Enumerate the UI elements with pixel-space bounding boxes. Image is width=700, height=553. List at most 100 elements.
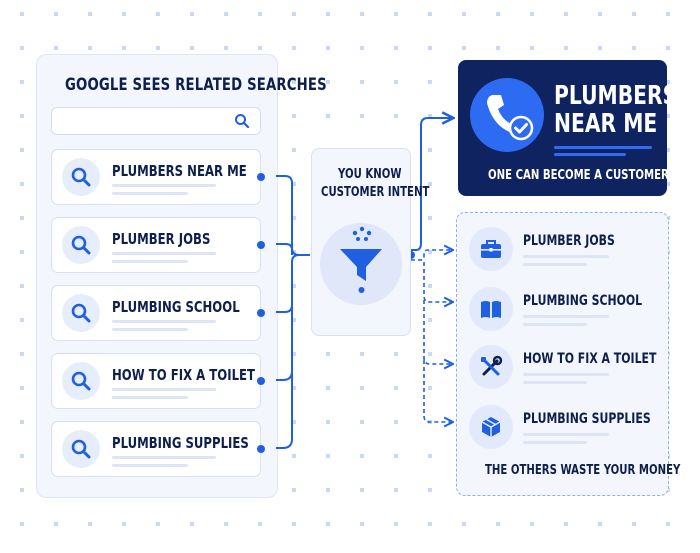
grid-dot xyxy=(258,522,262,526)
grid-dot xyxy=(666,182,670,186)
grid-dot xyxy=(564,12,568,16)
grid-dot xyxy=(462,12,466,16)
search-item-label: HOW TO FIX A TOILET xyxy=(112,366,255,384)
grid-dot xyxy=(258,46,262,50)
placeholder-line xyxy=(523,433,609,436)
grid-dot xyxy=(224,522,228,526)
wasted-item-plumbing-supplies[interactable]: PLUMBING SUPPLIES xyxy=(467,403,657,453)
grid-dot xyxy=(394,386,398,390)
target-title-line2: NEAR ME xyxy=(554,109,658,139)
grid-dot xyxy=(394,114,398,118)
grid-dot xyxy=(292,182,296,186)
search-item-plumbing-supplies[interactable]: PLUMBING SUPPLIES xyxy=(51,421,265,477)
grid-dot xyxy=(20,522,24,526)
grid-dot xyxy=(20,420,24,424)
placeholder-line xyxy=(523,263,587,266)
wasted-item-label: PLUMBING SUPPLIES xyxy=(523,411,651,427)
grid-dot xyxy=(428,80,432,84)
grid-dot xyxy=(258,12,262,16)
grid-dot xyxy=(54,12,58,16)
placeholder-line xyxy=(523,373,609,376)
placeholder-line xyxy=(112,396,188,399)
grid-dot xyxy=(326,12,330,16)
grid-dot xyxy=(20,454,24,458)
grid-dot xyxy=(292,80,296,84)
placeholder-line xyxy=(112,456,216,459)
grid-dot xyxy=(292,12,296,16)
accent-line xyxy=(554,153,626,156)
wasted-item-how-to-fix-a-toilet[interactable]: HOW TO FIX A TOILET xyxy=(467,343,657,393)
grid-dot xyxy=(462,46,466,50)
placeholder-line xyxy=(112,320,216,323)
grid-dot xyxy=(20,80,24,84)
grid-dot xyxy=(496,46,500,50)
grid-dot xyxy=(292,488,296,492)
search-item-label: PLUMBING SCHOOL xyxy=(112,298,240,316)
grid-dot xyxy=(666,522,670,526)
grid-dot xyxy=(360,80,364,84)
grid-dot xyxy=(54,46,58,50)
grid-dot xyxy=(190,46,194,50)
grid-dot xyxy=(428,148,432,152)
grid-dot xyxy=(666,80,670,84)
search-item-plumbing-school[interactable]: PLUMBING SCHOOL xyxy=(51,285,265,341)
connector-dot xyxy=(257,309,265,317)
grid-dot xyxy=(428,386,432,390)
grid-dot xyxy=(326,80,330,84)
grid-dot xyxy=(428,318,432,322)
target-title-line1: PLUMBERS xyxy=(554,81,678,111)
grid-dot xyxy=(428,12,432,16)
grid-dot xyxy=(360,352,364,356)
grid-dot xyxy=(88,12,92,16)
grid-dot xyxy=(326,454,330,458)
search-item-plumbers-near-me[interactable]: PLUMBERS NEAR ME xyxy=(51,149,265,205)
grid-dot xyxy=(122,522,126,526)
search-icon xyxy=(62,294,100,332)
grid-dot xyxy=(292,284,296,288)
grid-dot xyxy=(666,46,670,50)
grid-dot xyxy=(122,46,126,50)
search-input[interactable] xyxy=(51,107,261,135)
grid-dot xyxy=(428,522,432,526)
wasted-footer: THE OTHERS WASTE YOUR MONEY xyxy=(485,463,681,478)
search-item-label: PLUMBER JOBS xyxy=(112,230,211,248)
grid-dot xyxy=(428,114,432,118)
grid-dot xyxy=(360,12,364,16)
placeholder-line xyxy=(112,184,216,187)
related-searches-panel: GOOGLE SEES RELATED SEARCHES PLUMBERS NE… xyxy=(36,54,327,498)
grid-dot xyxy=(496,522,500,526)
wasted-item-plumbing-school[interactable]: PLUMBING SCHOOL xyxy=(467,285,657,335)
search-item-plumber-jobs[interactable]: PLUMBER JOBS xyxy=(51,217,265,273)
grid-dot xyxy=(530,522,534,526)
grid-dot xyxy=(394,488,398,492)
book-icon xyxy=(469,287,513,331)
search-icon xyxy=(62,362,100,400)
grid-dot xyxy=(122,12,126,16)
grid-dot xyxy=(428,488,432,492)
grid-dot xyxy=(360,488,364,492)
tools-icon xyxy=(469,345,513,389)
connector-dot xyxy=(257,173,265,181)
grid-dot xyxy=(394,522,398,526)
placeholder-line xyxy=(112,192,188,195)
grid-dot xyxy=(394,46,398,50)
grid-dot xyxy=(20,318,24,322)
wasted-item-plumber-jobs[interactable]: PLUMBER JOBS xyxy=(467,225,657,275)
funnel-icon xyxy=(320,223,402,305)
grid-dot xyxy=(530,12,534,16)
grid-dot xyxy=(190,12,194,16)
grid-dot xyxy=(20,46,24,50)
search-item-how-to-fix-a-toilet[interactable]: HOW TO FIX A TOILET xyxy=(51,353,265,409)
placeholder-line xyxy=(523,381,587,384)
customer-intent-box: YOU KNOW CUSTOMER INTENT xyxy=(311,148,429,336)
target-customer-card: PLUMBERS NEAR ME ONE CAN BECOME A CUSTOM… xyxy=(458,60,677,196)
placeholder-line xyxy=(523,441,587,444)
search-icon xyxy=(62,430,100,468)
grid-dot xyxy=(20,386,24,390)
wasted-item-label: HOW TO FIX A TOILET xyxy=(523,351,657,367)
grid-dot xyxy=(394,420,398,424)
placeholder-line xyxy=(112,328,188,331)
grid-dot xyxy=(326,114,330,118)
grid-dot xyxy=(564,46,568,50)
grid-dot xyxy=(360,454,364,458)
